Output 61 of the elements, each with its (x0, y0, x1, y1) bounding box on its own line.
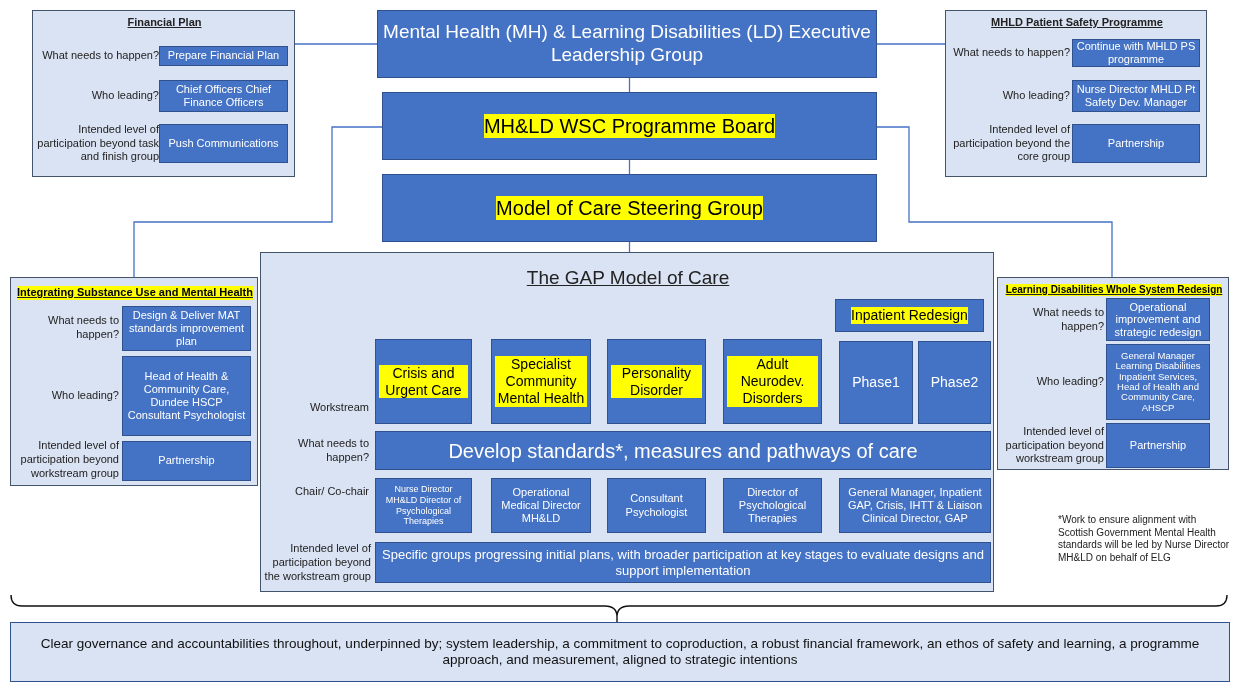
row-label: Workstream (308, 400, 369, 416)
process-box: Inpatient Redesign (835, 299, 984, 332)
process-box: Nurse Director MH&LD Director of Psychological Therapies (375, 478, 472, 533)
process-box: Chief Officers Chief Finance Officers (159, 80, 288, 112)
process-box: Director of Psychological Therapies (723, 478, 822, 533)
footnote: *Work to ensure alignment with Scottish Government Mental Health standards will be led by Nurse Director MH&LD on behalf of ELG (1058, 514, 1230, 564)
process-box: Operational Medical Director MH&LD (491, 478, 591, 533)
panel-title: Financial Plan (126, 15, 203, 31)
row-label: Intended level of participation beyond the core group (952, 124, 1070, 163)
process-box: Partnership (1106, 423, 1210, 468)
workstream-panel (10, 277, 258, 486)
process-box: Specific groups progressing initial plans, with broader participation at key stages to evaluate designs and support implementation (375, 542, 991, 583)
process-box: General Manager Learning Disabilities Inpatient Services, Head of Health and Community Care, AHSCP (1106, 344, 1210, 420)
row-label: Intended level of participation beyond the workstream group (263, 541, 371, 584)
workstream-panel (997, 277, 1229, 470)
workstream-panel (945, 10, 1207, 177)
process-box: MH&LD WSC Programme Board (382, 92, 877, 160)
row-label: What needs to happen? (952, 45, 1070, 61)
process-box: Develop standards*, measures and pathways of care (375, 431, 991, 470)
process-box: Prepare Financial Plan (159, 46, 288, 66)
process-box: General Manager, Inpatient GAP, Crisis, IHTT & Liaison Clinical Director, GAP (839, 478, 991, 533)
process-box: Phase1 (839, 341, 913, 424)
row-label: What needs to happen? (41, 48, 159, 64)
process-box: Head of Health & Community Care, Dundee HSCP Consultant Psychologist (122, 356, 251, 436)
process-box: Push Communications (159, 124, 288, 163)
process-box: Consultant Psychologist (607, 478, 706, 533)
connector-line (294, 43, 378, 45)
row-label: What needs to happen? (47, 313, 119, 342)
process-box: Adult Neurodev. Disorders (723, 339, 822, 424)
row-label: Who leading? (50, 388, 119, 404)
panel-title: Integrating Substance Use and Mental Health (16, 285, 254, 302)
row-label: Who leading? (90, 88, 159, 104)
process-box: Partnership (1072, 124, 1200, 163)
row-label: Intended level of participation beyond workstream group (1004, 423, 1104, 467)
process-box: Continue with MHLD PS programme (1072, 39, 1200, 67)
panel-title: Learning Disabilities Whole System Redesign (1004, 282, 1224, 299)
row-label: Who leading? (1001, 88, 1070, 104)
row-label: What needs to happen? (1032, 304, 1104, 334)
connector-line (133, 126, 383, 278)
workstream-panel (32, 10, 295, 177)
process-box: Personality Disorder (607, 339, 706, 424)
row-label: Chair/ Co-chair (294, 484, 369, 500)
workstream-panel (260, 252, 994, 592)
panel-title: MHLD Patient Safety Programme (990, 15, 1164, 31)
connector-line (876, 126, 1113, 278)
row-label: Who leading? (1035, 374, 1104, 390)
panel-title: The GAP Model of Care (525, 266, 731, 291)
row-label: Intended level of participation beyond task and finish group (37, 124, 159, 163)
process-box: Specialist Community Mental Health (491, 339, 591, 424)
process-box: Mental Health (MH) & Learning Disabilities (LD) Executive Leadership Group (377, 10, 877, 78)
process-box: Crisis and Urgent Care (375, 339, 472, 424)
summary-box: Clear governance and accountabilities throughout, underpinned by; system leadership, a commitment to coproduction, a robust financial framework, an ethos of safety and learning, a programme approach, and measurement, aligned to strategic intentions (10, 622, 1230, 682)
process-box: Partnership (122, 441, 251, 481)
row-label: What needs to happen? (297, 436, 369, 465)
process-box: Phase2 (918, 341, 991, 424)
process-box: Model of Care Steering Group (382, 174, 877, 242)
process-box: Nurse Director MHLD Pt Safety Dev. Manager (1072, 80, 1200, 112)
connector-line (876, 43, 946, 45)
row-label: Intended level of participation beyond workstream group (19, 438, 119, 481)
process-box: Design & Deliver MAT standards improvement plan (122, 306, 251, 351)
process-box: Operational improvement and strategic redesign (1106, 298, 1210, 341)
